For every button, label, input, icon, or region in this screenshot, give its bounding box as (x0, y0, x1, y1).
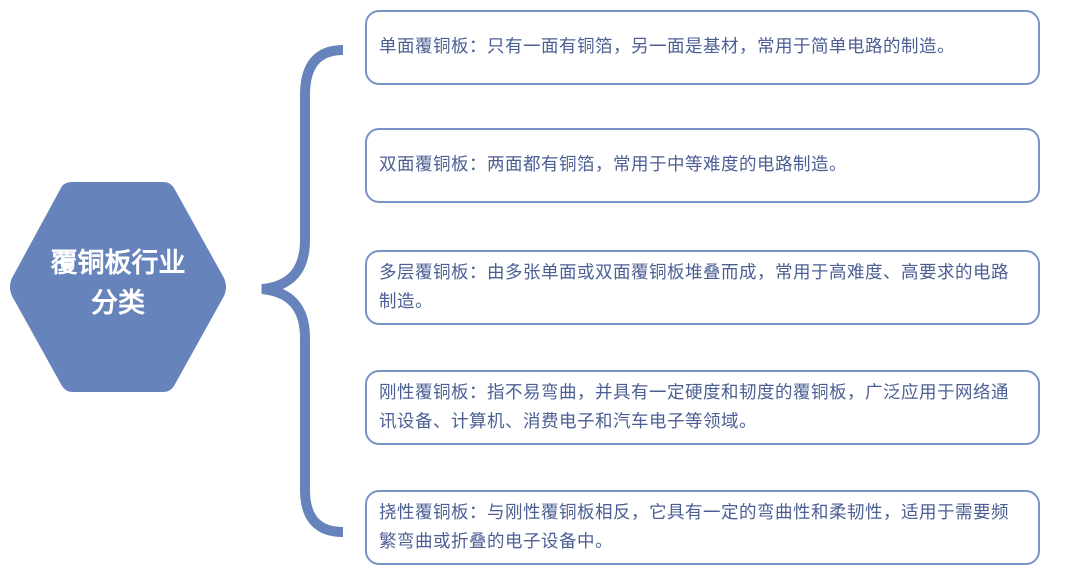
category-box-double-sided: 双面覆铜板：两面都有铜箔，常用于中等难度的电路制造。 (365, 128, 1040, 203)
brace-shape (261, 45, 344, 537)
category-box-flexible: 挠性覆铜板：与刚性覆铜板相反，它具有一定的弯曲性和柔韧性，适用于需要频繁弯曲或折… (365, 490, 1040, 565)
category-box-single-sided: 单面覆铜板：只有一面有铜箔，另一面是基材，常用于简单电路的制造。 (365, 10, 1040, 85)
hexagon-shape (10, 182, 226, 392)
center-title: 覆铜板行业分类 (50, 248, 186, 319)
category-box-rigid: 刚性覆铜板：指不易弯曲，并具有一定硬度和韧度的覆铜板，广泛应用于网络通讯设备、计… (365, 370, 1040, 445)
category-box-multilayer: 多层覆铜板：由多张单面或双面覆铜板堆叠而成，常用于高难度、高要求的电路制造。 (365, 250, 1040, 325)
